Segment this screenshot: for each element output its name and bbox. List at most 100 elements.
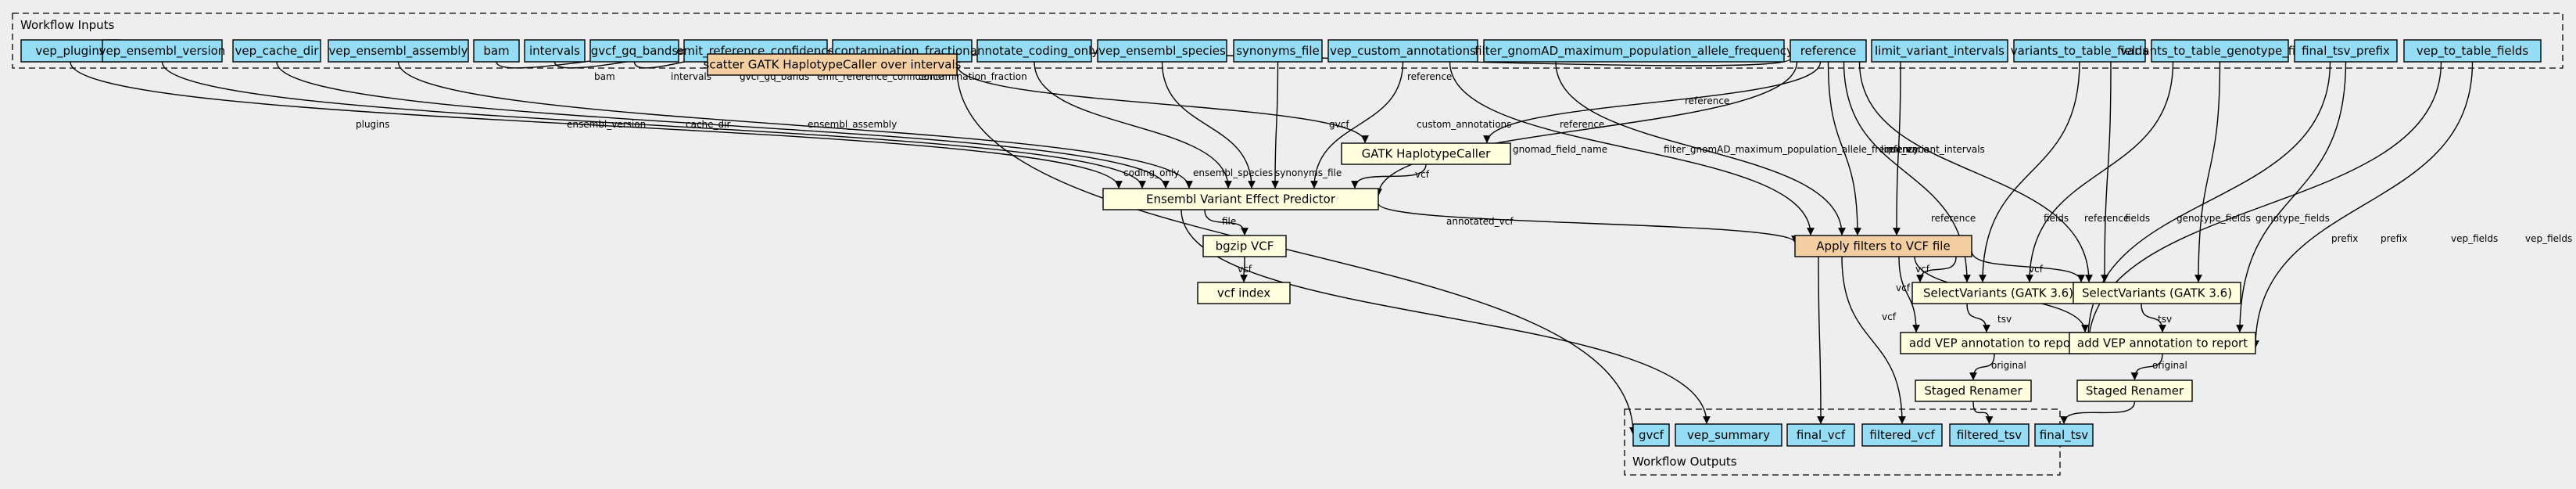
input-filter-gnomad-maximum-population-allele-frequency: filter_gnomAD_maximum_population_allele_… — [1474, 39, 1793, 63]
edge-35 — [1916, 256, 1957, 282]
edge-label-custom-annotations: custom_annotations — [1417, 119, 1511, 130]
output-filtered-vcf-label: filtered_vcf — [1869, 428, 1935, 443]
input-bam: bam — [473, 39, 520, 63]
edge-23 — [1979, 61, 2080, 282]
edge-label-tsv: tsv — [1997, 314, 2012, 325]
input-filter-gnomad-maximum-population-allele-frequency-label: filter_gnomAD_maximum_population_allele_… — [1474, 44, 1793, 59]
input-annotate-coding-only: annotate_coding_only — [970, 39, 1099, 63]
edge-27 — [2194, 61, 2221, 282]
input-variants-to-table-genotype-fields: variants_to_table_genotype_fields — [2120, 39, 2320, 63]
step-select1: SelectVariants (GATK 3.6) — [1911, 282, 2085, 304]
input-reference-label: reference — [1800, 44, 1857, 58]
edge-41 — [1969, 353, 1995, 380]
edge-36 — [1971, 250, 2085, 282]
edge-47 — [1972, 401, 1994, 424]
step-rename2: Staged Renamer — [2076, 379, 2193, 402]
input-variants-to-table-genotype-fields-label: variants_to_table_genotype_fields — [2120, 44, 2320, 59]
output-final-tsv: final_tsv — [2034, 423, 2094, 447]
step-index-label: vcf index — [1217, 286, 1270, 300]
edge-label-plugins: plugins — [356, 119, 389, 130]
edge-label-reference: reference — [1407, 71, 1452, 82]
step-addvep2: add VEP annotation to report — [2069, 332, 2256, 354]
step-bgzip-label: bgzip VCF — [1216, 239, 1274, 253]
step-filter-label: Apply filters to VCF file — [1816, 239, 1950, 253]
edge-14 — [1310, 61, 1404, 189]
step-select1-label: SelectVariants (GATK 3.6) — [1923, 286, 2073, 300]
step-addvep2-label: add VEP annotation to report — [2077, 336, 2248, 351]
edge-10 — [1034, 61, 1232, 189]
input-vep-plugins-label: vep_plugins — [35, 44, 106, 59]
step-index: vcf index — [1197, 282, 1291, 304]
edge-37 — [1898, 256, 1920, 333]
edge-25 — [2101, 61, 2112, 282]
edge-12 — [1271, 61, 1279, 189]
edge-label-prefix: prefix — [2331, 233, 2358, 244]
edge-label-genotype-fields: genotype_fields — [2177, 213, 2251, 224]
edge-43 — [956, 67, 1637, 435]
output-vep-summary-label: vep_summary — [1687, 428, 1770, 443]
edge-label-ensembl-assembly: ensembl_assembly — [808, 119, 897, 130]
output-vep-summary: vep_summary — [1675, 423, 1782, 447]
edge-1 — [161, 61, 1146, 189]
edge-label-reference: reference — [1685, 95, 1729, 106]
edge-label-vcf: vcf — [1882, 311, 1897, 322]
input-annotate-coding-only-label: annotate_coding_only — [970, 44, 1099, 59]
input-limit-variant-intervals-label: limit_variant_intervals — [1875, 44, 2005, 59]
input-synonyms-file: synonyms_file — [1233, 39, 1323, 63]
edge-20 — [1827, 61, 1861, 236]
input-vep-custom-annotations: vep_custom_annotations — [1327, 39, 1478, 63]
edge-label-ensembl-species: ensembl_species — [1193, 167, 1273, 178]
edge-label-synonyms-file: synonyms_file — [1275, 167, 1342, 178]
edge-0 — [70, 61, 1123, 189]
edge-label-intervals: intervals — [671, 71, 711, 82]
step-haplotypecaller-label: GATK HaplotypeCaller — [1362, 147, 1492, 161]
output-filtered-tsv-label: filtered_tsv — [1957, 428, 2022, 443]
edge-label-gvcf: gvcf — [1329, 119, 1349, 130]
input-gvcf-gq-bands: gvcf_gq_bands — [589, 39, 679, 63]
input-vep-ensembl-version: vep_ensembl_version — [99, 39, 225, 63]
edge-label-bam: bam — [594, 71, 615, 82]
edge-21 — [1893, 61, 1901, 236]
input-synonyms-file-label: synonyms_file — [1236, 44, 1320, 59]
input-vep-cache-dir: vep_cache_dir — [232, 39, 321, 63]
edge-label-reference: reference — [1560, 119, 1604, 130]
input-vep-cache-dir-label: vep_cache_dir — [235, 44, 320, 59]
edge-label-annotated-vcf: annotated_vcf — [1446, 216, 1514, 227]
edge-13 — [956, 64, 1369, 143]
edge-label-limit-variant-intervals: limit_variant_intervals — [1881, 144, 1985, 155]
input-intervals-label: intervals — [529, 44, 580, 58]
edge-label-gnomad-field-name: gnomad_field_name — [1513, 144, 1607, 155]
edge-label-vep-fields: vep_fields — [2525, 233, 2572, 244]
edge-34 — [1378, 203, 1799, 243]
input-variants-to-table-fields: variants_to_table_fields — [2011, 39, 2148, 63]
step-addvep1-label: add VEP annotation to report — [1909, 336, 2080, 351]
edge-42 — [2130, 353, 2163, 380]
step-scatter: scatter GATK HaplotypeCaller over interv… — [704, 53, 962, 76]
step-select2-label: SelectVariants (GATK 3.6) — [2082, 286, 2232, 300]
edge-11 — [1161, 61, 1256, 189]
output-final-vcf-label: final_vcf — [1797, 428, 1846, 443]
edge-48 — [2060, 401, 2136, 424]
edge-45 — [1817, 256, 1825, 424]
edge-label-prefix: prefix — [2381, 233, 2407, 244]
output-final-vcf: final_vcf — [1786, 423, 1855, 447]
edge-2 — [276, 61, 1170, 189]
step-addvep1: add VEP annotation to report — [1900, 332, 2089, 354]
inputs-cluster-label: Workflow Inputs — [20, 18, 114, 32]
edge-label-vcf: vcf — [1896, 282, 1911, 293]
edge-label-ensembl-version: ensembl_version — [567, 119, 646, 130]
input-vep-ensembl-species: vep_ensembl_species — [1097, 39, 1227, 63]
step-select2: SelectVariants (GATK 3.6) — [2073, 282, 2241, 304]
edge-label-reference: reference — [1931, 213, 1976, 224]
edge-label-reference: reference — [2084, 213, 2129, 224]
step-scatter-label: scatter GATK HaplotypeCaller over interv… — [704, 58, 962, 72]
edge-19 — [1374, 61, 1798, 196]
input-vep-ensembl-assembly-label: vep_ensembl_assembly — [329, 44, 468, 59]
edge-label-vcf: vcf — [1915, 264, 1930, 275]
input-bam-label: bam — [483, 44, 509, 58]
edge-label-reference: reference — [1884, 144, 1929, 155]
step-rename1-label: Staged Renamer — [1924, 384, 2022, 398]
inputs-cluster — [12, 13, 2563, 69]
